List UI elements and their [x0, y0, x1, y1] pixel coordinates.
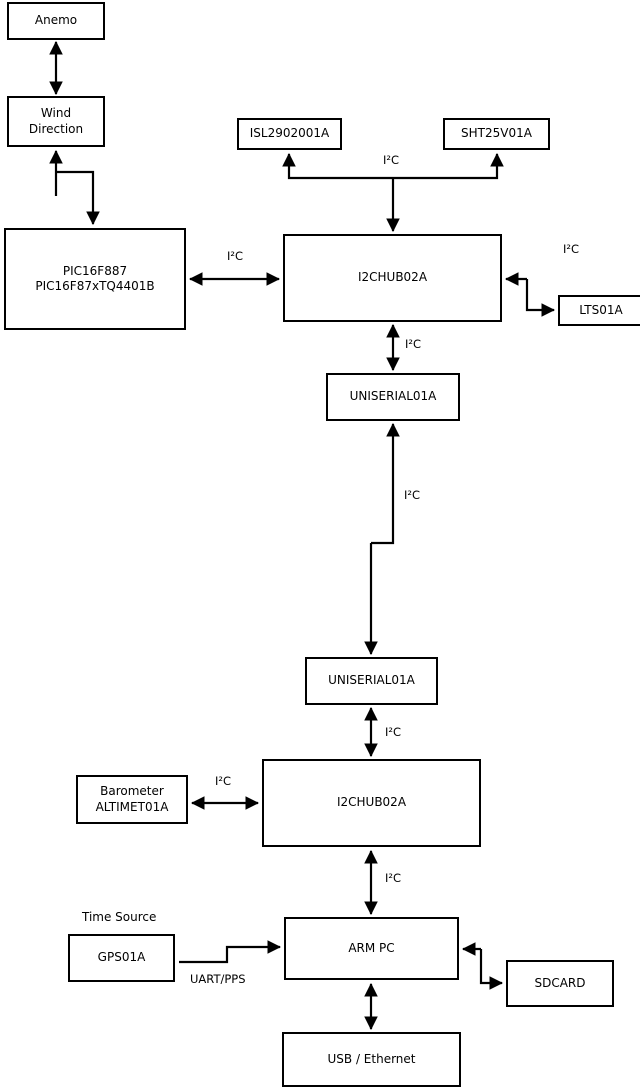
node-i2chub02a-bottom[interactable]: I2CHUB02A — [262, 759, 481, 847]
edge-armpc-to-sdcard — [479, 949, 504, 990]
label-time-source: Time Source — [82, 910, 157, 924]
node-uniserial01a-bottom-label: UNISERIAL01A — [328, 673, 415, 688]
node-barometer-label: Barometer ALTIMET01A — [95, 784, 169, 814]
node-pic-mcu[interactable]: PIC16F887 PIC16F87xTQ4401B — [4, 228, 186, 330]
edge-label-i2c-lts: I²C — [563, 242, 580, 256]
node-uniserial01a-bottom[interactable]: UNISERIAL01A — [305, 657, 438, 705]
edge-pic-wind-down — [56, 170, 100, 226]
node-sht25v01a-label: SHT25V01A — [461, 126, 532, 141]
node-anemo-label: Anemo — [34, 13, 78, 28]
node-lts01a-label: LTS01A — [579, 302, 623, 317]
node-i2chub02a-top[interactable]: I2CHUB02A — [283, 234, 502, 322]
edge-label-i2c-uniserial-uniserial: I²C — [404, 488, 421, 502]
node-isl2902001a-label: ISL2902001A — [249, 126, 330, 141]
node-sdcard[interactable]: SDCARD — [506, 960, 614, 1007]
edge-hub-sht — [393, 152, 504, 180]
edge-label-i2c-uniserial-hub2: I²C — [385, 725, 402, 739]
node-anemo[interactable]: Anemo — [7, 2, 105, 40]
edge-hub-isl — [282, 152, 393, 180]
node-gps01a[interactable]: GPS01A — [68, 934, 175, 982]
node-wind-direction[interactable]: Wind Direction — [7, 96, 105, 147]
node-barometer[interactable]: Barometer ALTIMET01A — [76, 775, 188, 824]
edge-label-i2c-barometer: I²C — [215, 774, 232, 788]
node-usb-ethernet-label: USB / Ethernet — [327, 1051, 416, 1066]
node-i2chub02a-bottom-label: I2CHUB02A — [336, 795, 407, 810]
edge-hub-to-lts — [525, 279, 556, 317]
node-wind-direction-label: Wind Direction — [28, 106, 84, 136]
node-sdcard-label: SDCARD — [534, 975, 586, 990]
edge-label-i2c-sensors: I²C — [383, 153, 400, 167]
node-sht25v01a[interactable]: SHT25V01A — [443, 118, 550, 150]
edge-label-uart-pps: UART/PPS — [190, 972, 246, 986]
edge-label-i2c-hub-uniserial: I²C — [405, 337, 422, 351]
node-uniserial01a-top[interactable]: UNISERIAL01A — [326, 373, 460, 421]
node-i2chub02a-top-label: I2CHUB02A — [357, 270, 428, 285]
node-gps01a-label: GPS01A — [97, 950, 146, 965]
edge-label-i2c-hub2-armpc: I²C — [385, 871, 402, 885]
node-usb-ethernet[interactable]: USB / Ethernet — [282, 1032, 461, 1087]
edge-uniserial-up — [371, 422, 400, 545]
node-uniserial01a-top-label: UNISERIAL01A — [349, 389, 437, 404]
node-lts01a[interactable]: LTS01A — [558, 295, 640, 326]
edge-label-i2c-pic-hub: I²C — [227, 249, 244, 263]
node-pic-mcu-label: PIC16F887 PIC16F87xTQ4401B — [35, 263, 155, 293]
node-arm-pc-label: ARM PC — [348, 940, 395, 955]
node-arm-pc[interactable]: ARM PC — [284, 917, 459, 980]
node-isl2902001a[interactable]: ISL2902001A — [237, 118, 342, 150]
edge-gps-armpc — [179, 940, 282, 964]
